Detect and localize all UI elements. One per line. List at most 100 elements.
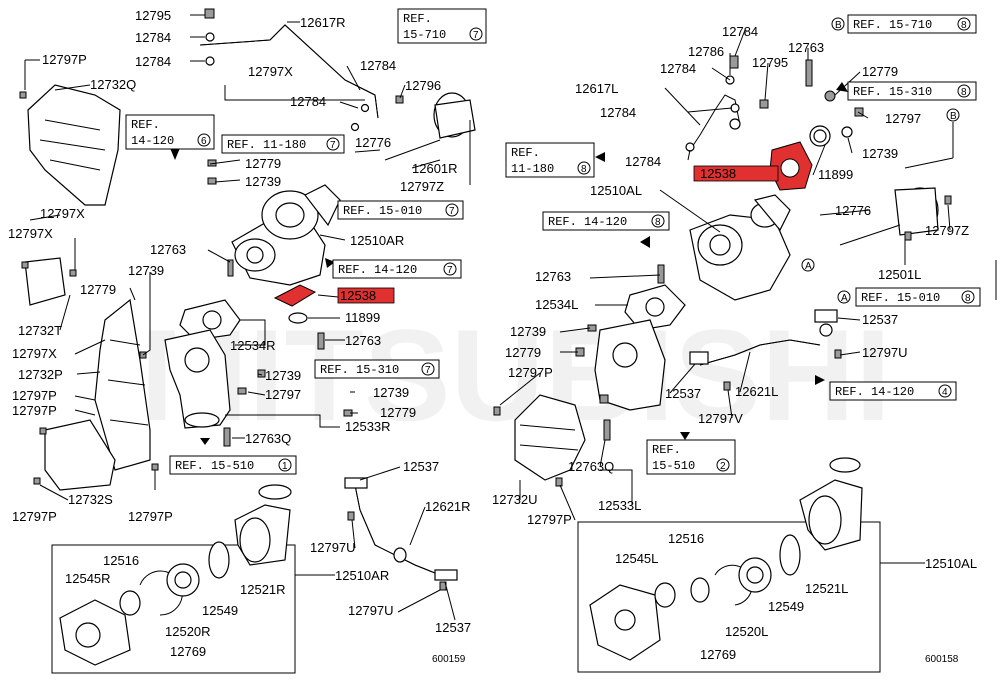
label-12549: 12549 xyxy=(768,599,804,614)
ref-link-15-710-7[interactable]: REF. 15-710 7 xyxy=(397,8,487,44)
svg-text:REF. 11-180: REF. 11-180 xyxy=(227,138,306,152)
label-12617r: 12617R xyxy=(300,15,346,30)
turbo-12510al xyxy=(689,194,791,301)
label-12797u: 12797U xyxy=(310,540,356,555)
svg-text:REF. 15-510: REF. 15-510 xyxy=(175,459,254,473)
svg-text:8: 8 xyxy=(581,164,587,175)
leader-lines xyxy=(24,14,951,621)
label-12797u: 12797U xyxy=(862,345,908,360)
svg-text:REF. 15-310: REF. 15-310 xyxy=(320,363,399,377)
ref-link-11-180-7[interactable]: REF. 11-180 7 xyxy=(221,134,345,154)
label-12797: 12797 xyxy=(265,387,301,402)
label-11899: 11899 xyxy=(345,310,380,325)
label-12739: 12739 xyxy=(265,368,301,383)
inset-right-parts xyxy=(59,484,292,666)
svg-text:A: A xyxy=(841,293,848,304)
label-12545r: 12545R xyxy=(65,571,111,586)
label-12501l: 12501L xyxy=(878,267,921,282)
label-12797z: 12797Z xyxy=(400,179,444,194)
label-12533l: 12533L xyxy=(598,498,641,513)
label-12795: 12795 xyxy=(135,8,171,23)
label-12510ar: 12510AR xyxy=(350,233,404,248)
heat-shield-12732u xyxy=(514,394,586,481)
label-12732t: 12732T xyxy=(18,323,62,338)
label-12739: 12739 xyxy=(245,174,281,189)
ref-link-11-180-8[interactable]: REF. 11-180 8 xyxy=(505,142,595,178)
right-assembly xyxy=(493,55,952,487)
ref-link-15-510-2[interactable]: REF. 15-510 2 xyxy=(646,439,736,475)
label-12784: 12784 xyxy=(290,94,326,109)
label-12510ar: 12510AR xyxy=(335,568,389,583)
label-12786: 12786 xyxy=(688,44,724,59)
svg-text:4: 4 xyxy=(942,387,948,398)
svg-text:7: 7 xyxy=(425,365,431,376)
svg-text:REF. 14-120: REF. 14-120 xyxy=(548,215,627,229)
label-12534r: 12534R xyxy=(230,338,276,353)
ref-link-15-310-8[interactable]: REF. 15-310 8 xyxy=(847,81,977,101)
label-12796: 12796 xyxy=(405,78,441,93)
svg-text:REF. 15-010: REF. 15-010 xyxy=(861,291,940,305)
label-12763: 12763 xyxy=(788,40,824,55)
svg-text:7: 7 xyxy=(473,30,479,41)
label-12779: 12779 xyxy=(80,282,116,297)
label-12779: 12779 xyxy=(380,405,416,420)
ref-link-14-120-6[interactable]: REF. 14-120 6 xyxy=(125,114,215,150)
marker-a: A xyxy=(837,290,851,304)
label-12797: 12797 xyxy=(885,111,921,126)
ref-link-15-010-7[interactable]: REF. 15-010 7 xyxy=(337,200,464,220)
label-12797p: 12797P xyxy=(12,403,57,418)
svg-text:6: 6 xyxy=(201,136,207,147)
label-12784: 12784 xyxy=(360,58,396,73)
turbo-12510ar xyxy=(231,184,341,286)
svg-text:REF. 15-710: REF. 15-710 xyxy=(853,18,932,32)
ref-boxes[interactable]: REF. 15-710 7 REF. 14-120 6 REF. 11-180 … xyxy=(125,8,981,475)
ref-link-15-310-7[interactable]: REF. 15-310 7 xyxy=(314,359,440,379)
label-12549: 12549 xyxy=(202,603,238,618)
label-12537: 12537 xyxy=(665,386,701,401)
ref-link-14-120-7[interactable]: REF. 14-120 7 xyxy=(332,259,462,279)
gasket-12538-right xyxy=(273,284,317,307)
label-12510al: 12510AL xyxy=(590,183,642,198)
svg-text:B: B xyxy=(950,111,957,122)
label-12797p: 12797P xyxy=(508,365,553,380)
bracket-12732t xyxy=(24,257,66,306)
heat-shield-12732s xyxy=(44,419,116,491)
ref-link-15-710-8[interactable]: B REF. 15-710 8 xyxy=(831,14,977,34)
svg-text:A: A xyxy=(805,261,812,272)
label-12520r: 12520R xyxy=(165,624,211,639)
svg-text:REF. 14-120: REF. 14-120 xyxy=(835,385,914,399)
label-12797x: 12797X xyxy=(12,346,57,361)
label-12739: 12739 xyxy=(862,146,898,161)
heat-shield-12732p xyxy=(94,298,151,471)
left-assembly xyxy=(19,8,476,591)
label-12779: 12779 xyxy=(245,156,281,171)
svg-text:14-120: 14-120 xyxy=(131,134,174,148)
ref-link-15-510-1[interactable]: REF. 15-510 1 xyxy=(169,455,297,475)
svg-text:8: 8 xyxy=(655,217,661,228)
svg-text:7: 7 xyxy=(447,265,453,276)
svg-text:REF.: REF. xyxy=(403,12,432,26)
label-12776: 12776 xyxy=(355,135,391,150)
svg-text:8: 8 xyxy=(961,87,967,98)
ref-link-15-010-8[interactable]: REF. 15-010 8 xyxy=(855,287,981,307)
label-12763: 12763 xyxy=(535,269,571,284)
label-12739: 12739 xyxy=(128,263,164,278)
ref-link-14-120-8[interactable]: REF. 14-120 8 xyxy=(542,211,670,231)
label-12538: 12538 xyxy=(700,166,736,181)
label-12739: 12739 xyxy=(373,385,409,400)
svg-text:8: 8 xyxy=(961,20,967,31)
svg-text:REF. 15-310: REF. 15-310 xyxy=(853,85,932,99)
svg-text:7: 7 xyxy=(330,140,336,151)
label-12769: 12769 xyxy=(700,647,736,662)
label-12537: 12537 xyxy=(435,620,471,635)
label-12732u: 12732U xyxy=(492,492,538,507)
bolt-12795-icon xyxy=(204,8,215,19)
label-12763q: 12763Q xyxy=(568,459,614,474)
footer-code-left: 600159 xyxy=(432,654,466,665)
label-12763: 12763 xyxy=(150,242,186,257)
ref-link-14-120-4[interactable]: REF. 14-120 4 xyxy=(829,381,957,401)
label-12776: 12776 xyxy=(835,203,871,218)
part-labels: 12795 12784 12784 12617R 12797P 12732Q 1… xyxy=(8,8,977,665)
